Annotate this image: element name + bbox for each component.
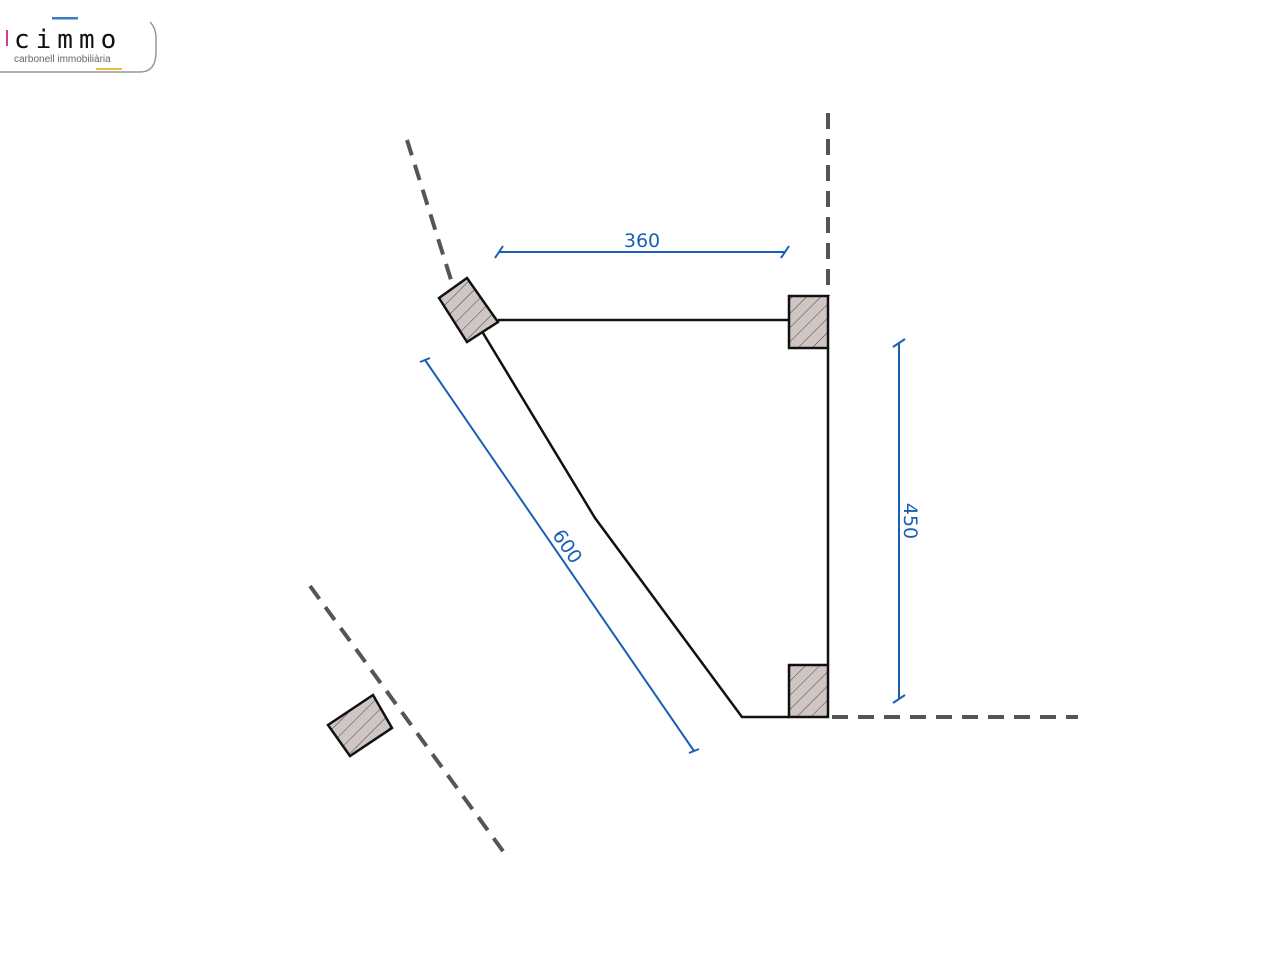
dimension-lines (419, 245, 906, 754)
pillar-bottom-left (326, 693, 394, 758)
logo-tagline: carbonell immobiliària (14, 54, 111, 65)
pillar-top-right (787, 294, 830, 350)
company-logo: cimmo carbonell immobiliària (0, 17, 157, 73)
pillar-bottom-right (787, 663, 830, 719)
pillars (326, 276, 830, 758)
pillar-top-left (437, 276, 500, 344)
dimension-450-label: 450 (899, 503, 921, 539)
dimension-360-label: 360 (624, 230, 660, 252)
boundary-lines (308, 113, 1078, 860)
logo-text: cimmo (14, 25, 122, 55)
walls (481, 318, 830, 719)
